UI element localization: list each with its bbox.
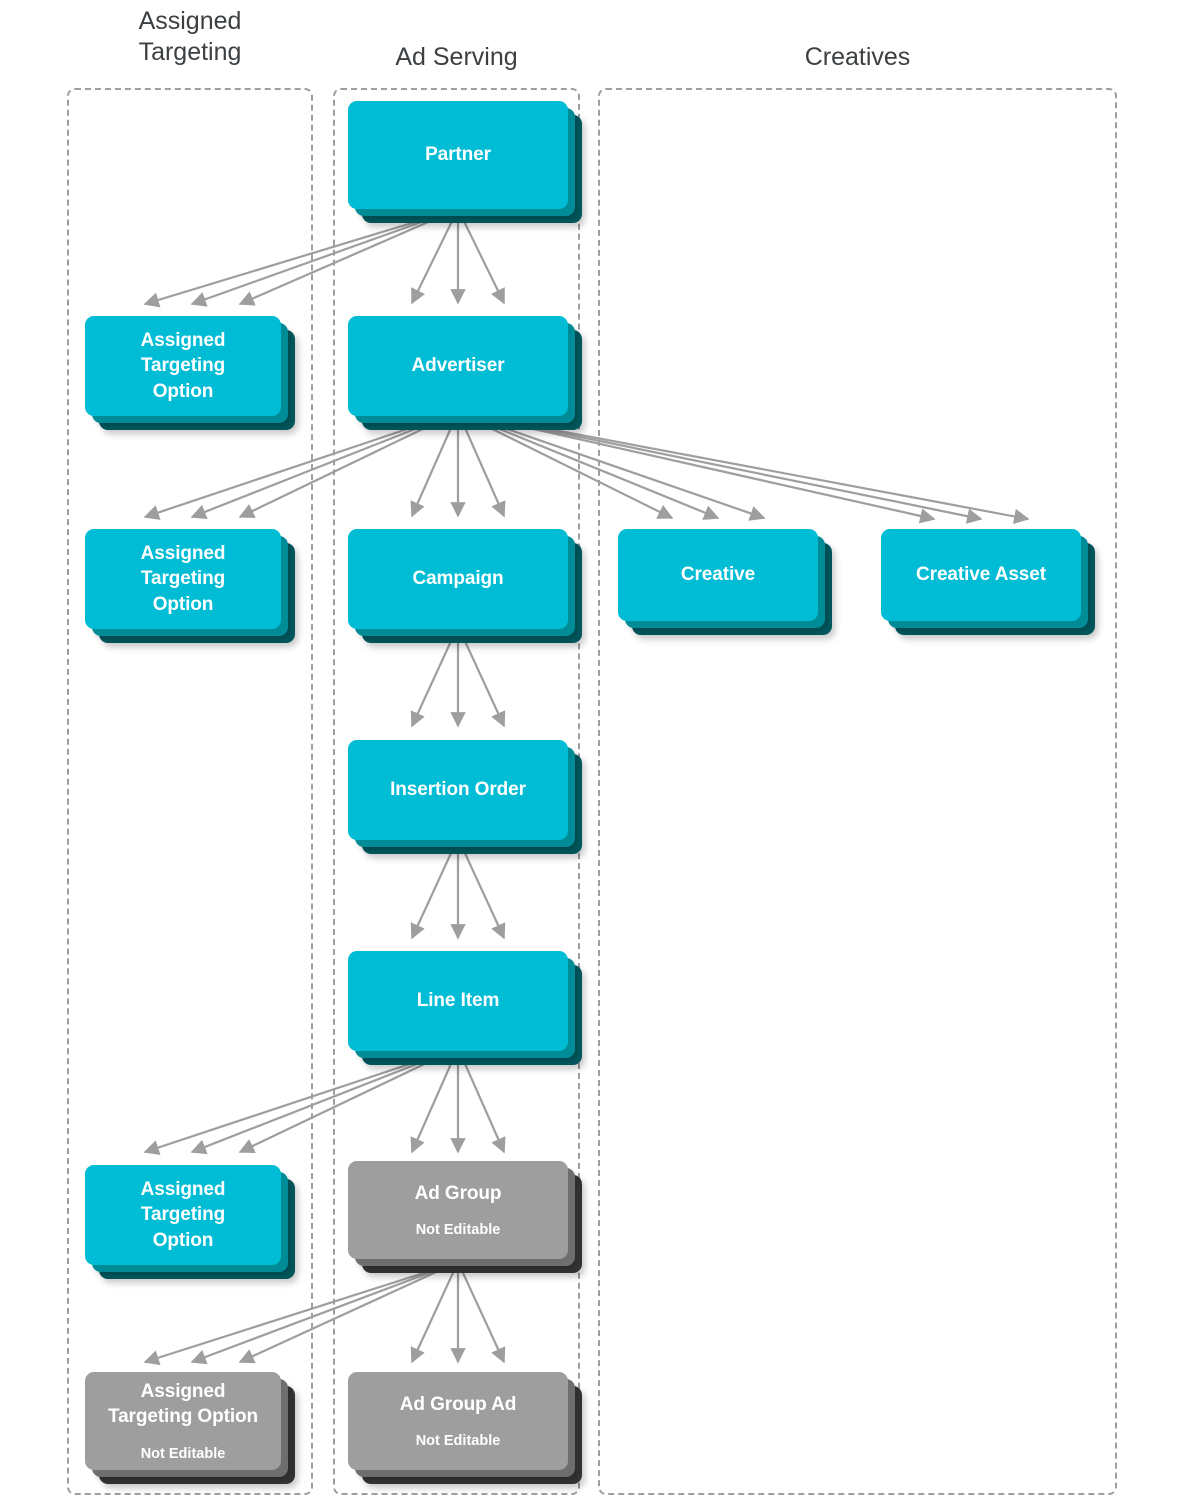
node-title: Assigned Targeting Option: [140, 330, 226, 402]
card-stack-front: [85, 1372, 281, 1470]
node-assigned-targeting-option-partner[interactable]: Assigned Targeting Option: [85, 316, 319, 430]
node-ad-group-ad[interactable]: Ad Group Ad Not Editable: [348, 1372, 582, 1486]
node-creative-asset[interactable]: Creative Asset: [881, 529, 1115, 635]
card-stack-front: [348, 316, 568, 416]
node-advertiser[interactable]: Advertiser: [348, 316, 582, 430]
node-title: Advertiser: [411, 355, 505, 377]
node-title: Ad Group: [414, 1182, 502, 1204]
node-line-item[interactable]: Line Item: [348, 951, 582, 1065]
card-stack-front: [85, 1165, 281, 1265]
card-stack-front: [348, 951, 568, 1051]
card-stack-front: [348, 1161, 568, 1259]
node-status-badge: Not Editable: [415, 1221, 501, 1238]
card-stack-front: [881, 529, 1081, 621]
card-stack-front: [348, 529, 568, 629]
node-title: Partner: [425, 144, 491, 166]
node-assigned-targeting-option-advertiser[interactable]: Assigned Targeting Option: [85, 529, 319, 643]
node-title: Creative: [680, 564, 756, 586]
group-container-creatives: [598, 88, 1117, 1495]
node-title: Ad Group Ad: [399, 1393, 517, 1415]
node-campaign[interactable]: Campaign: [348, 529, 582, 643]
node-assigned-targeting-option-line-item[interactable]: Assigned Targeting Option: [85, 1165, 319, 1279]
node-creative[interactable]: Creative: [618, 529, 852, 635]
card-stack-front: [348, 740, 568, 840]
column-title-creatives: Creatives: [804, 43, 911, 71]
card-stack-front: [348, 1372, 568, 1470]
column-title-ad-serving: Ad Serving: [395, 43, 518, 71]
node-title: Assigned Targeting Option: [140, 543, 226, 615]
column-title-assigned-targeting: Assigned Targeting: [138, 7, 242, 66]
node-status-badge: Not Editable: [140, 1445, 226, 1462]
card-stack-front: [348, 101, 568, 209]
node-title: Line Item: [416, 990, 500, 1012]
node-ad-group[interactable]: Ad Group Not Editable: [348, 1161, 582, 1275]
card-stack-front: [85, 316, 281, 416]
card-stack-front: [618, 529, 818, 621]
node-title: Campaign: [412, 568, 504, 590]
node-partner[interactable]: Partner: [348, 101, 582, 223]
node-status-badge: Not Editable: [415, 1432, 501, 1449]
node-title: Assigned Targeting Option: [107, 1381, 259, 1428]
node-title: Insertion Order: [390, 779, 526, 801]
node-title: Assigned Targeting Option: [140, 1179, 226, 1251]
node-title: Creative Asset: [916, 564, 1046, 586]
group-container-assigned-targeting: [67, 88, 313, 1495]
node-insertion-order[interactable]: Insertion Order: [348, 740, 582, 854]
node-assigned-targeting-option-ad-group[interactable]: Assigned Targeting Option Not Editable: [85, 1372, 319, 1486]
card-stack-front: [85, 529, 281, 629]
